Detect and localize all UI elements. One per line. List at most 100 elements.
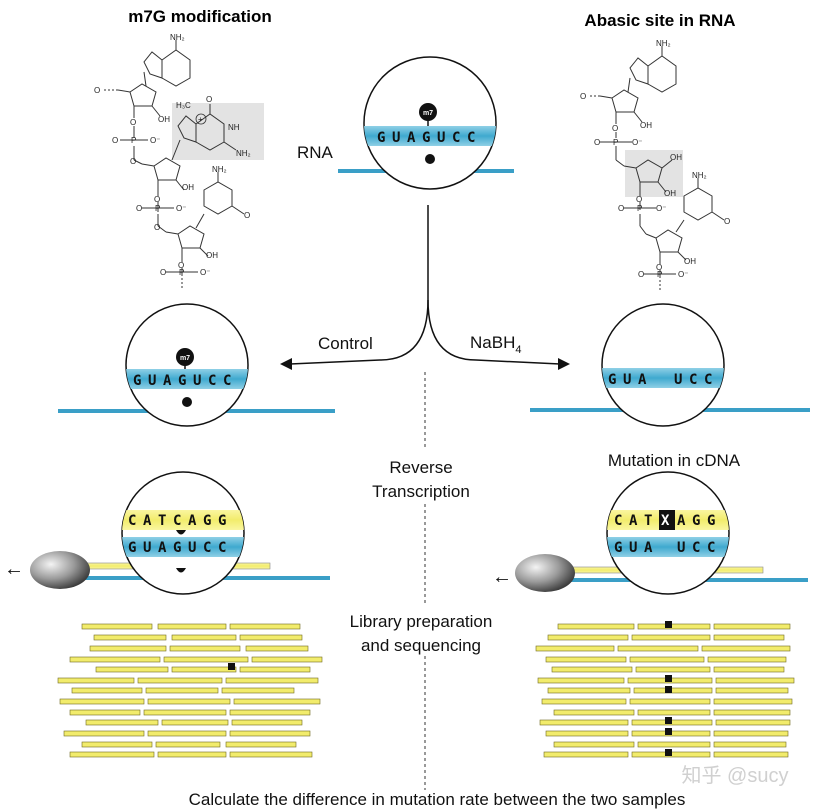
mutation-mark — [665, 717, 672, 724]
base: U — [188, 540, 198, 556]
nabh-subscript: 4 — [515, 344, 521, 356]
read — [637, 741, 711, 748]
label-o: O — [94, 86, 100, 95]
read — [557, 623, 635, 630]
m7-marker-icon — [176, 348, 194, 366]
read — [89, 645, 167, 652]
m7-bump-icon — [176, 530, 186, 535]
m7g-chemical-labels: NH₂ O O P O O⁻ O OH H₃C O NH NH₂ + OH O … — [94, 33, 251, 277]
base: G — [203, 513, 213, 529]
rna-sequence-left: G U A G U C C — [128, 540, 228, 556]
mutation-mark — [665, 621, 672, 628]
read — [155, 741, 221, 748]
control-reads — [57, 623, 323, 758]
label-oh: OH — [158, 115, 170, 124]
base: U — [674, 372, 684, 388]
transcription-label: Transcription — [372, 482, 470, 501]
read — [137, 677, 223, 684]
label-oh: OH — [206, 251, 218, 260]
label-p: P — [179, 268, 184, 277]
base: A — [407, 130, 417, 146]
label-p: P — [657, 270, 662, 279]
label-oh: OH — [684, 257, 696, 266]
read — [535, 645, 615, 652]
read — [713, 666, 785, 673]
read — [545, 730, 629, 737]
label-o: O — [594, 138, 600, 147]
read — [171, 666, 237, 673]
label-nh: NH — [228, 123, 240, 132]
read — [225, 677, 319, 684]
read — [547, 687, 631, 694]
label-o: O — [244, 211, 250, 220]
base: U — [392, 130, 402, 146]
read — [239, 634, 303, 641]
label-oh: OH — [670, 153, 682, 162]
base: A — [163, 373, 173, 389]
mutation-mark — [665, 675, 672, 682]
control-label: Control — [318, 334, 373, 353]
m7-marker-icon — [419, 103, 437, 121]
nabh4-mutation-marks — [665, 621, 672, 756]
label-h3c: H₃C — [176, 101, 191, 110]
base: G — [422, 130, 432, 146]
label-o: O — [638, 270, 644, 279]
read — [161, 719, 229, 726]
arrowhead-left-icon — [280, 358, 292, 370]
control-rna-band — [126, 369, 248, 389]
read — [225, 741, 297, 748]
m7g-highlight-box — [172, 103, 264, 160]
label-o: O — [130, 118, 136, 127]
read — [545, 656, 627, 663]
read — [169, 645, 241, 652]
read — [69, 656, 161, 663]
base: U — [623, 372, 633, 388]
nabh4-label: NaBH4 — [470, 333, 521, 356]
base: A — [158, 540, 168, 556]
read — [537, 677, 625, 684]
library-label: Library preparation — [350, 612, 493, 631]
label-o: O — [724, 217, 730, 226]
label-o: O — [154, 223, 160, 232]
cdna-band-left — [122, 510, 244, 530]
base: G — [128, 540, 138, 556]
label-o-minus: O⁻ — [656, 204, 666, 213]
label-plus: + — [198, 115, 203, 124]
base: C — [208, 373, 218, 389]
read — [233, 698, 321, 705]
abasic-chemical-structure — [588, 46, 725, 292]
base: U — [437, 130, 447, 146]
control-modification-dot — [182, 397, 192, 407]
read — [63, 730, 145, 737]
read — [95, 666, 169, 673]
read — [229, 623, 301, 630]
rna-zoom-circle — [363, 56, 497, 190]
read — [543, 751, 629, 758]
nabh4-rna-band — [602, 368, 724, 388]
label-o: O — [178, 261, 184, 270]
base: A — [143, 513, 153, 529]
read — [69, 709, 141, 716]
read — [637, 709, 711, 716]
nabh4-zoom-circle — [601, 303, 725, 427]
m7-label: m7 — [423, 110, 433, 117]
base: C — [707, 540, 717, 556]
m7-label: m7 — [180, 355, 190, 362]
base: G — [133, 373, 143, 389]
m7g-chemical-structure — [104, 40, 264, 290]
read — [629, 698, 711, 705]
base: C — [218, 540, 228, 556]
label-p: P — [155, 204, 160, 213]
label-p: P — [131, 136, 136, 145]
label-o: O — [160, 268, 166, 277]
read — [707, 656, 787, 663]
rna-band — [364, 126, 496, 146]
read — [713, 730, 789, 737]
base: A — [188, 513, 198, 529]
read — [71, 687, 143, 694]
base: A — [644, 540, 654, 556]
base: G — [377, 130, 387, 146]
read — [59, 698, 145, 705]
base: C — [614, 513, 624, 529]
read — [637, 623, 711, 630]
